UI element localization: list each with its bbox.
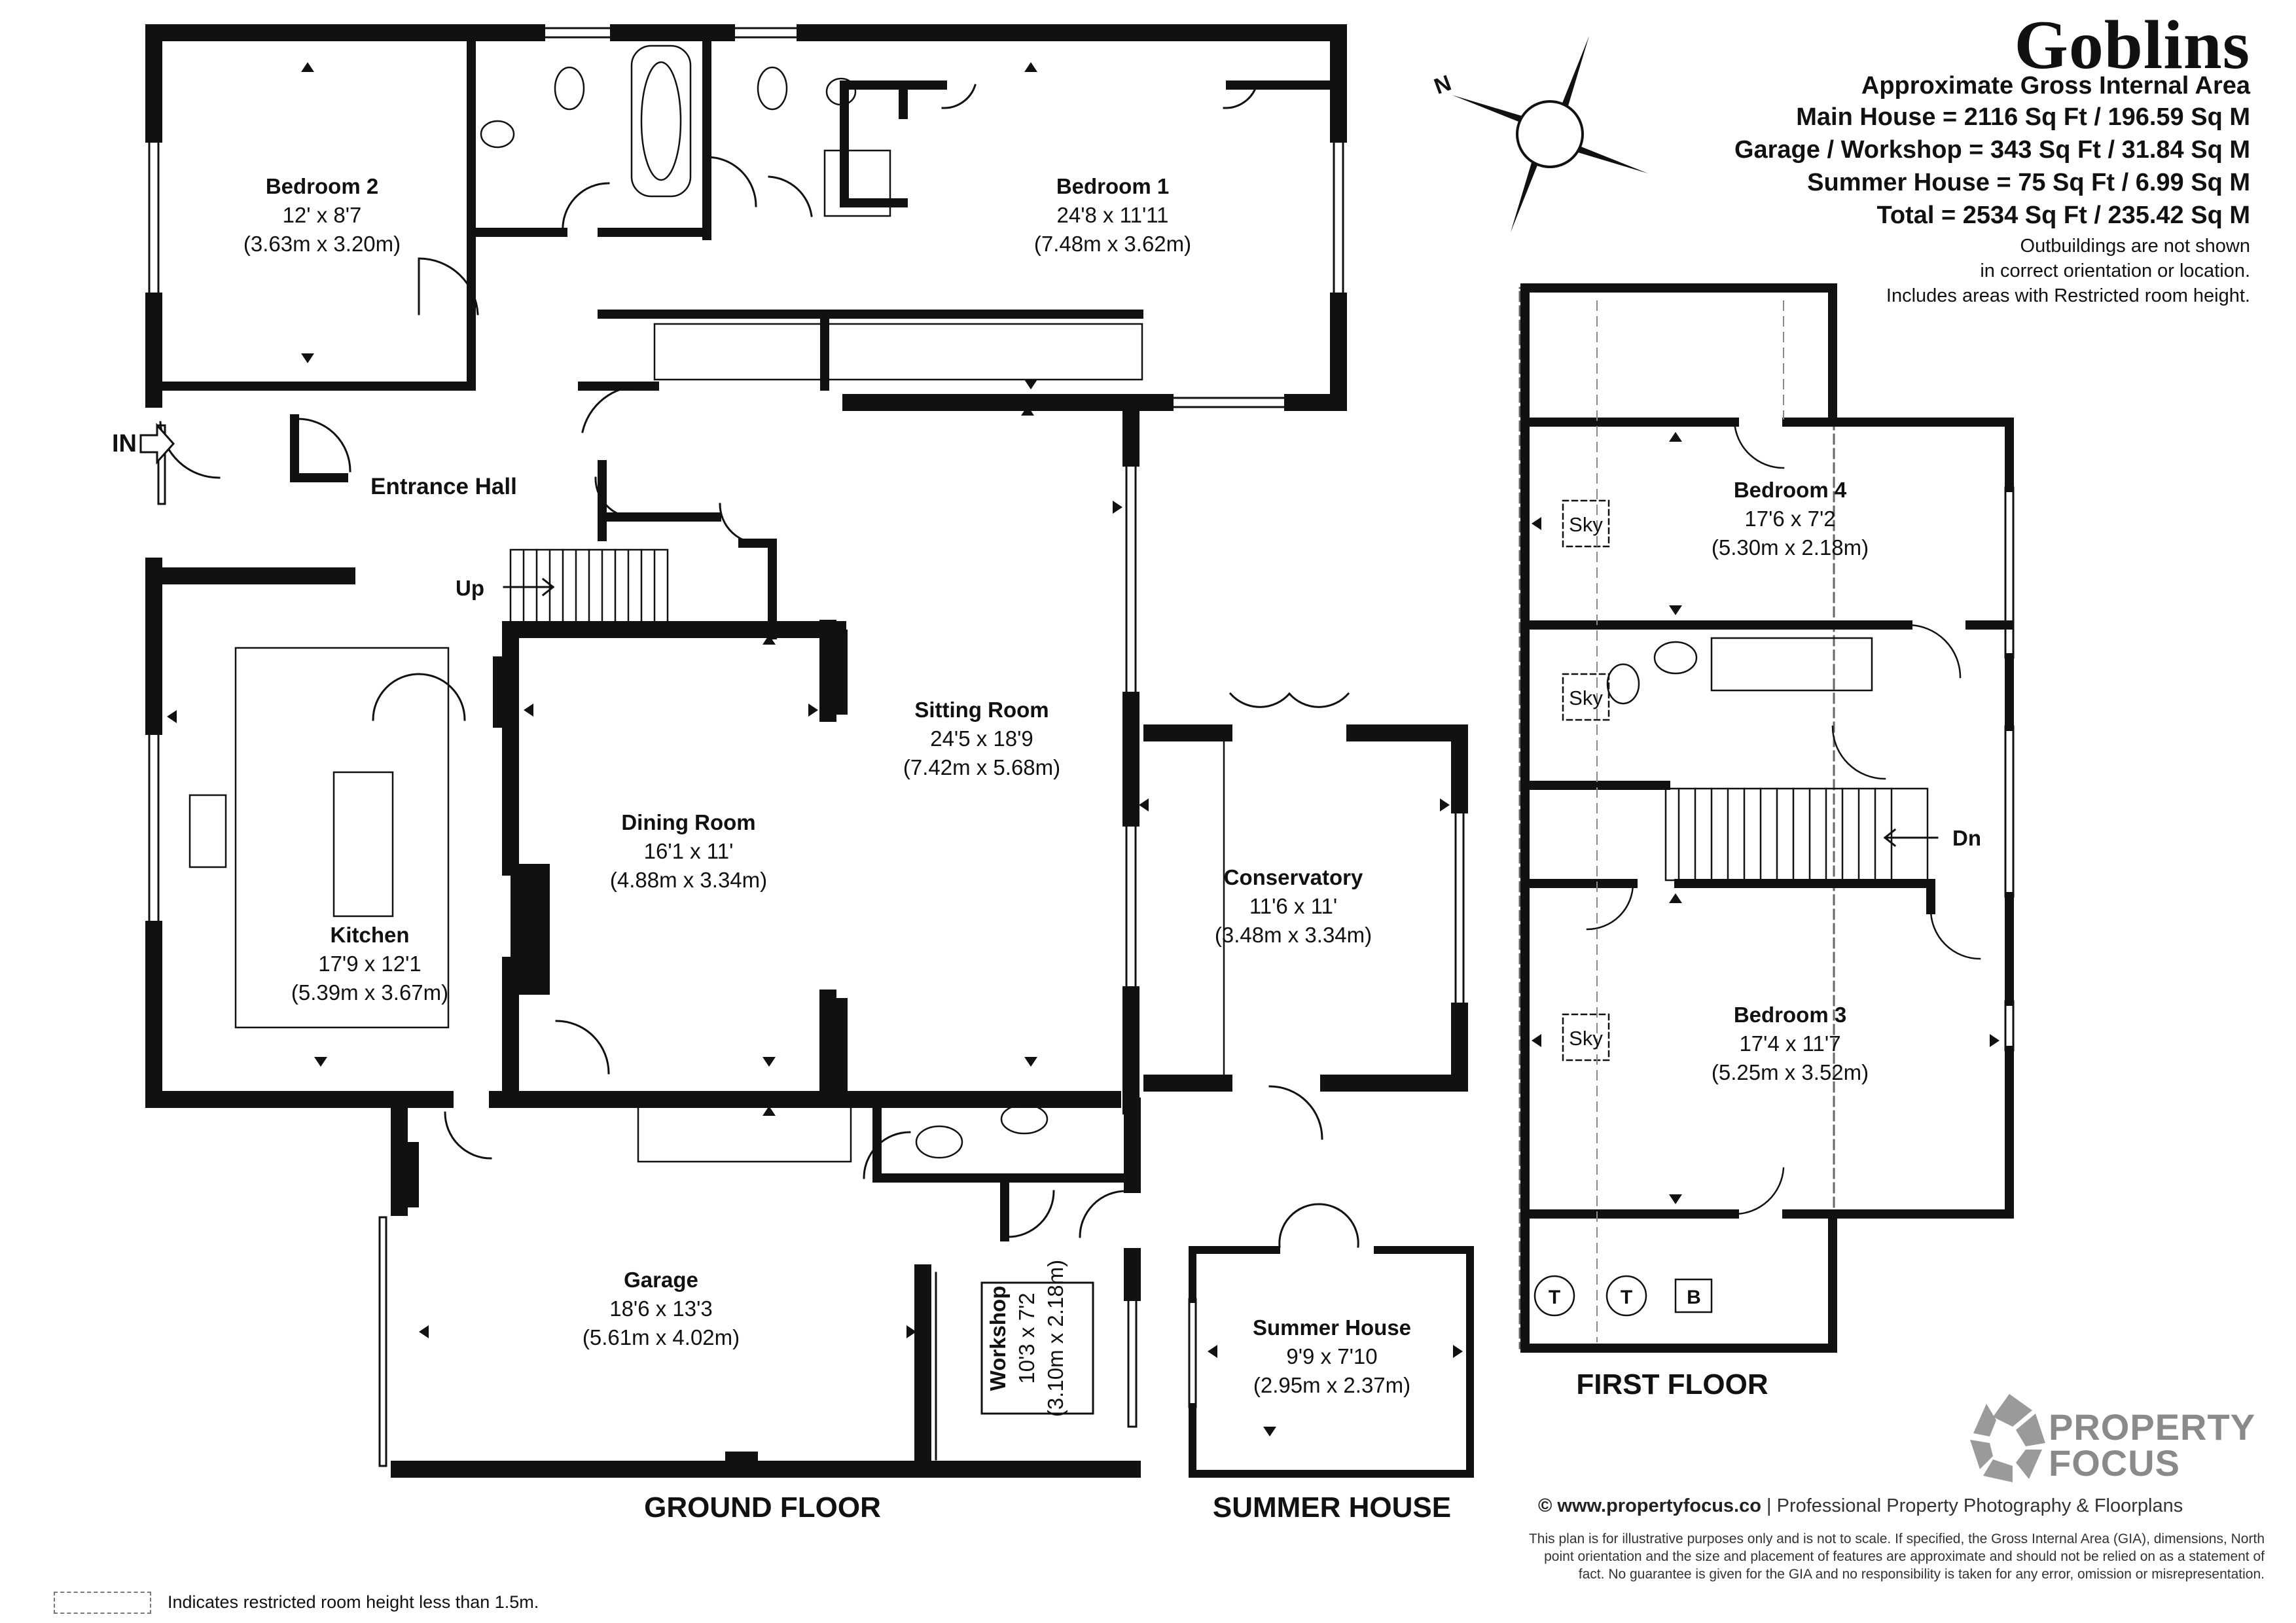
room-bedroom-2: Bedroom 2 12' x 8'7 (3.63m x 3.20m) — [243, 174, 401, 256]
svg-text:(7.48m x 3.62m): (7.48m x 3.62m) — [1034, 232, 1191, 256]
doors — [159, 84, 1350, 1238]
area-garage: Garage / Workshop = 343 Sq Ft / 31.84 Sq… — [1734, 136, 2250, 164]
entrance-arrow — [139, 423, 175, 465]
svg-text:9'9 x 7'10: 9'9 x 7'10 — [1286, 1344, 1377, 1368]
disclaimer-line: point orientation and the size and place… — [1544, 1549, 2265, 1564]
svg-text:17'9 x 12'1: 17'9 x 12'1 — [318, 952, 422, 976]
area-total: Total = 2534 Sq Ft / 235.42 Sq M — [1876, 202, 2250, 229]
disclaimer: This plan is for illustrative purposes o… — [1368, 1530, 2265, 1583]
room-conservatory: Conservatory 11'6 x 11' (3.48m x 3.34m) — [1215, 865, 1372, 947]
ground-floor-label: GROUND FLOOR — [644, 1491, 881, 1524]
restricted-height-legend-swatch — [54, 1592, 151, 1614]
svg-text:(5.61m x 4.02m): (5.61m x 4.02m) — [583, 1325, 740, 1349]
ground-floor-internal-walls — [146, 28, 1333, 1307]
area-note: in correct orientation or location. — [1980, 260, 2250, 281]
first-floor-walls — [1518, 283, 2014, 1353]
svg-text:Bedroom 1: Bedroom 1 — [1056, 174, 1169, 198]
area-heading: Approximate Gross Internal Area — [1861, 72, 2250, 99]
disclaimer-line: fact. No guarantee is given for the GIA … — [1578, 1567, 2265, 1582]
svg-text:(4.88m x 3.34m): (4.88m x 3.34m) — [610, 868, 767, 892]
room-sitting-room: Sitting Room 24'5 x 18'9 (7.42m x 5.68m) — [903, 698, 1060, 779]
svg-text:Bedroom 4: Bedroom 4 — [1734, 478, 1847, 502]
dimension-markers — [167, 62, 2000, 1436]
svg-text:16'1 x 11': 16'1 x 11' — [644, 839, 734, 863]
room-garage: Garage 18'6 x 13'3 (5.61m x 4.02m) — [583, 1268, 740, 1349]
ground-staircase — [509, 548, 669, 636]
svg-text:Entrance Hall: Entrance Hall — [370, 474, 517, 499]
footer-separator: | — [1767, 1495, 1777, 1516]
room-bedroom-1: Bedroom 1 24'8 x 11'11 (7.48m x 3.62m) — [1034, 174, 1191, 256]
summer-house-walls — [1189, 1246, 1474, 1478]
skylight-label: Sky — [1569, 687, 1603, 709]
tank-label: T — [1549, 1287, 1560, 1308]
property-focus-logo — [1970, 1394, 2045, 1482]
logo-line-1: PROPERTY — [2049, 1406, 2256, 1448]
tank-label: T — [1621, 1287, 1632, 1308]
svg-text:(5.39m x 3.67m): (5.39m x 3.67m) — [291, 980, 448, 1005]
area-note: Outbuildings are not shown — [2020, 236, 2250, 257]
compass-rose — [1452, 36, 1648, 232]
room-bedroom-4: Bedroom 4 17'6 x 7'2 (5.30m x 2.18m) — [1712, 478, 1869, 560]
svg-text:Dining Room: Dining Room — [621, 810, 755, 834]
room-name: Bedroom 2 — [266, 174, 378, 198]
svg-text:Kitchen: Kitchen — [330, 923, 409, 947]
room-workshop: Workshop 10'3 x 7'2 (3.10m x 2.18m) — [986, 1260, 1067, 1417]
room-dining-room: Dining Room 16'1 x 11' (4.88m x 3.34m) — [610, 810, 767, 892]
boiler-label: B — [1687, 1287, 1701, 1308]
first-floor-windows — [2004, 486, 2015, 1052]
entrance-label: IN — [112, 430, 137, 457]
svg-text:(5.30m x 2.18m): (5.30m x 2.18m) — [1712, 535, 1869, 560]
stairs-down-label: Dn — [1952, 826, 1981, 850]
property-title: Goblins — [2014, 7, 2250, 83]
svg-text:Workshop: Workshop — [986, 1286, 1010, 1391]
svg-text:18'6 x 13'3: 18'6 x 13'3 — [609, 1296, 713, 1321]
svg-text:Conservatory: Conservatory — [1224, 865, 1363, 889]
footer-site-link[interactable]: © www.propertyfocus.co — [1538, 1495, 1761, 1516]
room-bedroom-3: Bedroom 3 17'4 x 11'7 (5.25m x 3.52m) — [1712, 1003, 1869, 1084]
svg-text:(7.42m x 5.68m): (7.42m x 5.68m) — [903, 755, 1060, 779]
footer-credit: © www.propertyfocus.co | Professional Pr… — [1538, 1495, 2183, 1517]
ground-floor-walls — [145, 24, 1468, 1478]
svg-text:Garage: Garage — [624, 1268, 698, 1292]
svg-text:(2.95m x 2.37m): (2.95m x 2.37m) — [1253, 1373, 1410, 1397]
svg-text:Bedroom 3: Bedroom 3 — [1734, 1003, 1846, 1027]
first-floor-label: FIRST FLOOR — [1576, 1368, 1768, 1400]
svg-text:(5.25m x 3.52m): (5.25m x 3.52m) — [1712, 1060, 1869, 1084]
area-note: Includes areas with Restricted room heig… — [1886, 285, 2250, 306]
skylight-label: Sky — [1569, 1027, 1603, 1050]
area-summer-house: Summer House = 75 Sq Ft / 6.99 Sq M — [1807, 169, 2250, 196]
ground-windows — [148, 27, 1465, 1467]
skylight-label: Sky — [1569, 513, 1603, 536]
room-imperial: 12' x 8'7 — [283, 203, 362, 227]
room-summer-house: Summer House 9'9 x 7'10 (2.95m x 2.37m) — [1253, 1315, 1411, 1397]
area-main-house: Main House = 2116 Sq Ft / 196.59 Sq M — [1796, 103, 2250, 131]
svg-text:17'4 x 11'7: 17'4 x 11'7 — [1739, 1031, 1840, 1056]
room-metric: (3.63m x 3.20m) — [243, 232, 401, 256]
restricted-height-legend: Indicates restricted room height less th… — [168, 1592, 539, 1612]
svg-text:Sitting Room: Sitting Room — [914, 698, 1049, 722]
room-kitchen: Kitchen 17'9 x 12'1 (5.39m x 3.67m) — [291, 923, 448, 1005]
svg-text:(3.48m x 3.34m): (3.48m x 3.34m) — [1215, 923, 1372, 947]
stairs-up-label: Up — [456, 576, 484, 600]
room-entrance-hall: Entrance Hall — [370, 474, 517, 499]
ground-fixtures — [188, 45, 1225, 1163]
svg-text:10'3 x 7'2: 10'3 x 7'2 — [1014, 1293, 1039, 1383]
svg-text:Summer House: Summer House — [1253, 1315, 1411, 1340]
summer-house-label: SUMMER HOUSE — [1213, 1491, 1451, 1524]
svg-text:11'6 x 11': 11'6 x 11' — [1249, 894, 1337, 918]
disclaimer-line: This plan is for illustrative purposes o… — [1528, 1531, 2265, 1546]
footer-tagline: Professional Property Photography & Floo… — [1776, 1495, 2183, 1516]
logo-line-2: FOCUS — [2049, 1442, 2180, 1484]
compass-north-label: N — [1431, 71, 1454, 99]
first-floor-fixtures — [1534, 421, 1981, 1317]
svg-text:24'8 x 11'11: 24'8 x 11'11 — [1056, 203, 1168, 227]
svg-text:24'5 x 18'9: 24'5 x 18'9 — [930, 726, 1033, 751]
svg-text:17'6 x 7'2: 17'6 x 7'2 — [1744, 507, 1835, 531]
dining-chimney — [511, 864, 550, 995]
svg-text:(3.10m x 2.18m): (3.10m x 2.18m) — [1043, 1260, 1067, 1417]
